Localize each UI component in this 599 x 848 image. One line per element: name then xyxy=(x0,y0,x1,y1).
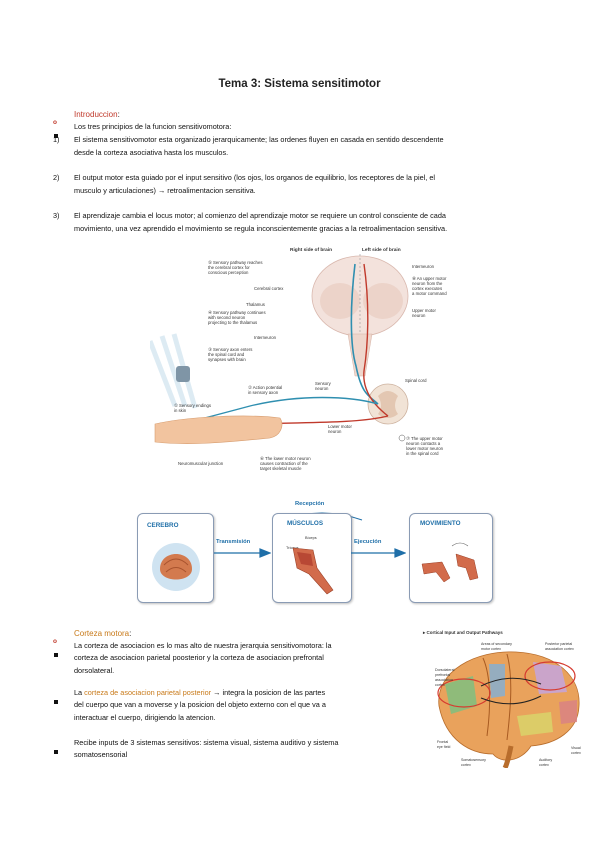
section-bullet: o xyxy=(53,119,57,126)
pathway-illustration xyxy=(147,254,409,444)
list-num: 2) xyxy=(53,173,60,182)
list-num: 1) xyxy=(53,135,60,144)
square-bullet xyxy=(54,693,58,711)
label-interneuron-left: Interneuron xyxy=(254,335,276,340)
flow-figure: Recepción CEREBRO Transmisión MÚSCULOS B… xyxy=(137,496,493,608)
page-title: Tema 3: Sistema sensitimotor xyxy=(218,78,381,90)
section-cortex-heading-row: Corteza motora: xyxy=(74,629,131,638)
movimiento-box: MOVIMIENTO xyxy=(409,513,493,603)
list-item-text: El output motor esta guiado por el input… xyxy=(74,173,435,182)
cerebro-box: CEREBRO xyxy=(137,513,214,603)
musculos-box: MÚSCULOS Bíceps Tríceps xyxy=(272,513,352,603)
sensorimotor-pathway-figure: Right side of brain Left side of brain ⑤… xyxy=(147,246,470,478)
cortex-paragraph-1: La corteza de asociacion es lo mas alto … xyxy=(74,641,332,675)
section-cortex: o xyxy=(53,630,57,648)
cortex-paragraph-2: La corteza de asociacion parietal poster… xyxy=(74,688,326,722)
arm-muscles-icon xyxy=(292,547,334,595)
label-left-brain: Left side of brain xyxy=(362,248,401,253)
heading-colon: : xyxy=(129,629,132,638)
section-intro: o xyxy=(53,111,57,129)
cortex-paragraph-3: Recibe inputs de 3 sistemas sensitivos: … xyxy=(74,738,339,760)
list-item-text: desde la corteza asociativa hasta los mu… xyxy=(74,148,229,157)
triceps-label: Tríceps xyxy=(286,546,299,550)
ejecucion-label: Ejecución xyxy=(354,539,382,545)
arm-movement-icon xyxy=(421,542,479,583)
movimiento-title: MOVIMIENTO xyxy=(420,520,461,527)
cerebro-title: CEREBRO xyxy=(147,522,179,529)
transmision-label: Transmisión xyxy=(216,539,251,545)
section-heading: Corteza motora xyxy=(74,629,130,638)
list-num: 3) xyxy=(53,211,60,220)
label-neuromuscular-junction: Neuromuscular junction xyxy=(178,461,224,466)
list-item-text: El sistema sensitivomotor esta organizad… xyxy=(74,135,444,144)
arrow-right-icon xyxy=(351,548,406,558)
brain-lateral-illustration xyxy=(437,651,580,768)
square-bullet xyxy=(54,127,58,145)
recepcion-label: Recepción xyxy=(295,501,325,507)
arrow-right-icon xyxy=(214,548,271,558)
intro-lead: Los tres principios de la funcion sensit… xyxy=(74,122,232,131)
square-bullet xyxy=(54,646,58,664)
section-bullet: o xyxy=(53,638,57,645)
brain-head-icon xyxy=(152,543,200,591)
square-bullet xyxy=(54,743,58,761)
section-intro-heading-row: Introduccion: xyxy=(74,110,120,119)
label-thalamus: Thalamus xyxy=(246,302,265,307)
list-item-text: movimiento, una vez aprendido el movimie… xyxy=(74,224,448,233)
heading-colon: : xyxy=(117,110,120,119)
list-item-text: El aprendizaje cambia el locus motor; al… xyxy=(74,211,446,220)
label-right-brain: Right side of brain xyxy=(290,248,333,253)
section-heading: Introduccion xyxy=(74,110,118,119)
cortical-pathways-figure: ▸ Cortical Input and Output Pathways Are… xyxy=(421,628,586,768)
list-item-text: musculo y articulaciones) → retroaliment… xyxy=(74,186,256,195)
musculos-title: MÚSCULOS xyxy=(287,520,324,527)
label-spinal-cord: Spinal cord xyxy=(405,378,427,383)
figure-caption: ▸ Cortical Input and Output Pathways xyxy=(423,630,503,635)
biceps-label: Bíceps xyxy=(305,536,317,540)
label-cerebral-cortex: Cerebral cortex xyxy=(254,286,284,291)
label-interneuron-right: Interneuron xyxy=(412,264,434,269)
highlight-ppc: corteza de asociacion parietal posterior xyxy=(84,688,212,697)
